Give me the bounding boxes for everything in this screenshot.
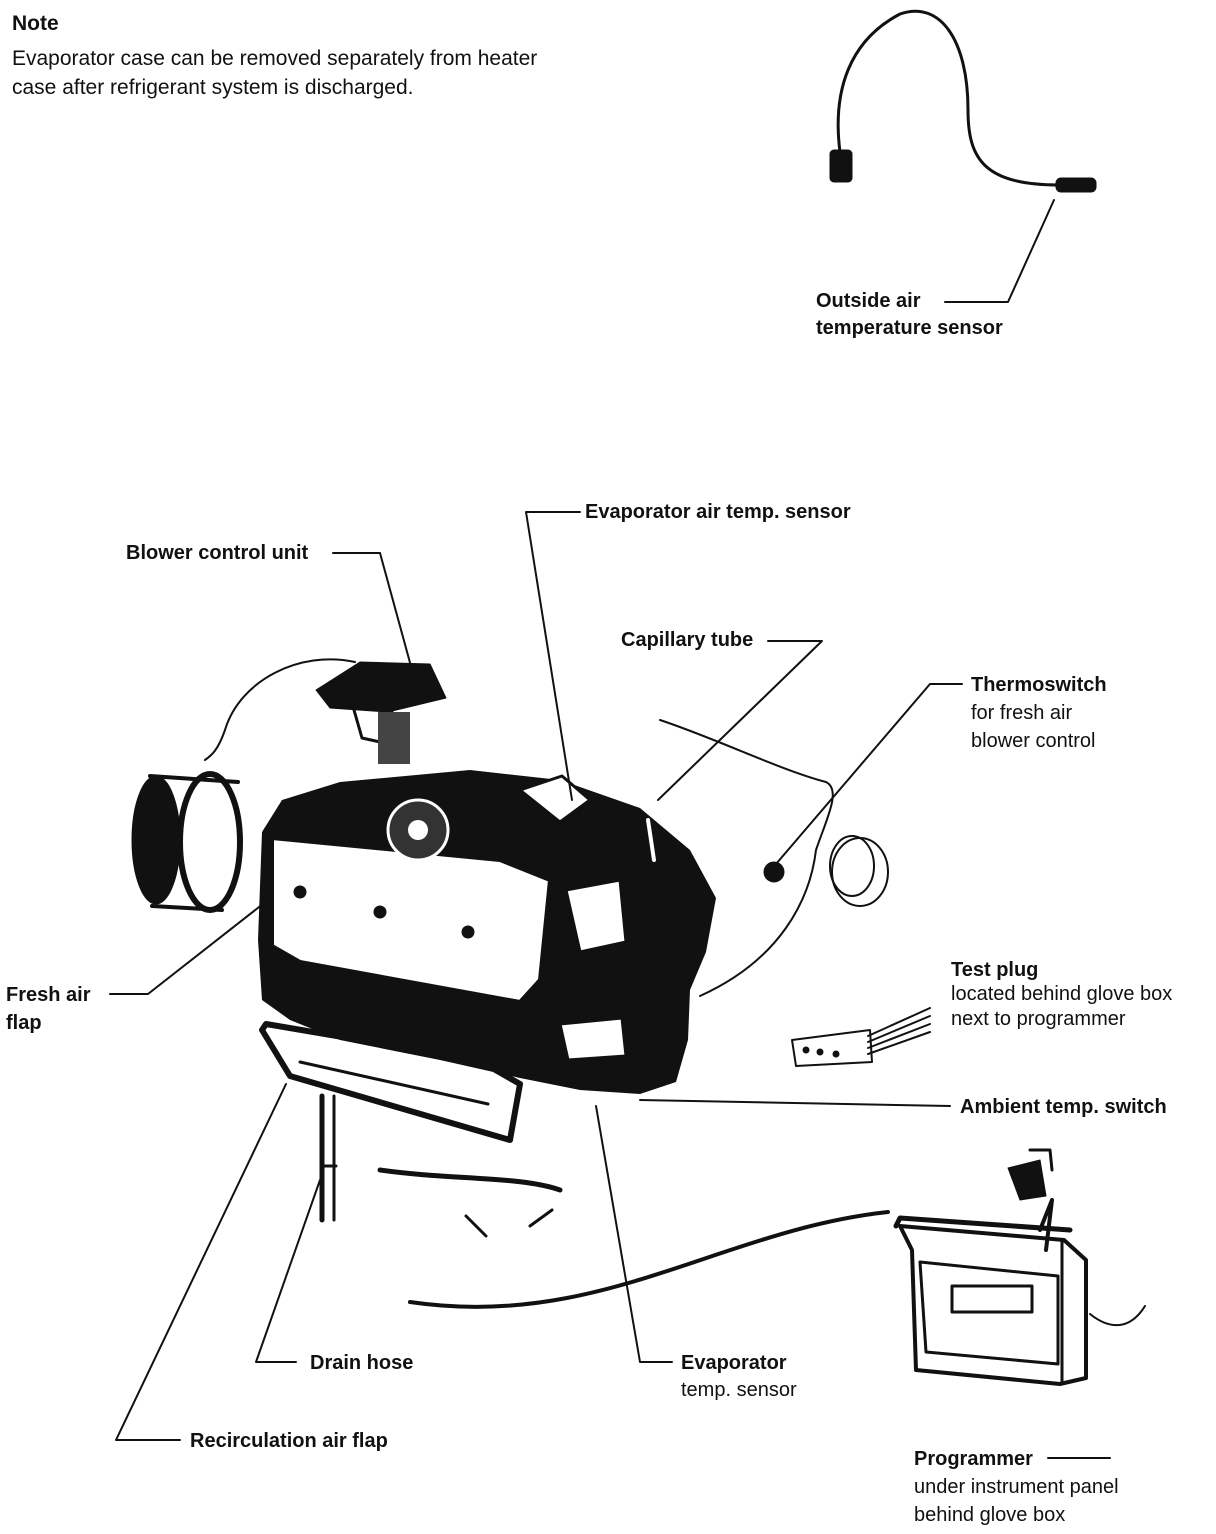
drain-hose-drawing <box>319 1093 563 1238</box>
thermoswitch-desc-line2: blower control <box>971 730 1096 752</box>
outside-air-sensor-drawing <box>829 9 1097 193</box>
leader-lines <box>109 199 1111 1459</box>
wiring-harness <box>408 1210 890 1309</box>
evaporator-temp-sensor-label-line2: temp. sensor <box>681 1379 797 1401</box>
programmer-label: Programmer <box>914 1448 1033 1470</box>
note-text-line1: Evaporator case can be removed separatel… <box>12 47 538 70</box>
capillary-tube-label: Capillary tube <box>621 629 754 651</box>
test-plug-desc-line1: located behind glove box <box>951 983 1173 1005</box>
outside-air-sensor-label-line1: Outside air <box>816 290 921 312</box>
ambient-temp-switch-label: Ambient temp. switch <box>960 1096 1167 1118</box>
programmer-desc-line2: behind glove box <box>914 1504 1066 1526</box>
blower-control-unit-drawing <box>204 658 447 764</box>
evaporator-air-temp-sensor-label: Evaporator air temp. sensor <box>585 501 851 523</box>
evaporator-temp-sensor-label-line1: Evaporator <box>681 1352 787 1374</box>
recirculation-air-flap-label: Recirculation air flap <box>190 1430 388 1452</box>
test-plug-desc-line2: next to programmer <box>951 1008 1126 1030</box>
fresh-air-flap-label-line1: Fresh air <box>6 984 91 1006</box>
fresh-air-flap-drawing <box>131 771 243 913</box>
thermoswitch-desc-line1: for fresh air <box>971 702 1073 724</box>
programmer-cable <box>1089 1305 1146 1327</box>
recirculation-air-flap-drawing <box>259 1021 523 1143</box>
programmer-drawing <box>893 1148 1088 1386</box>
blower-control-unit-label: Blower control unit <box>126 542 309 564</box>
programmer-desc-line1: under instrument panel <box>914 1476 1119 1498</box>
evaporator-housing-drawing <box>258 770 716 1094</box>
thermoswitch-label: Thermoswitch <box>971 674 1107 696</box>
test-plug-label: Test plug <box>951 959 1039 981</box>
note-title: Note <box>12 12 59 35</box>
test-plug-drawing <box>791 1007 931 1067</box>
outside-air-sensor-label-line2: temperature sensor <box>816 317 1003 339</box>
note-text-line2: case after refrigerant system is dischar… <box>12 76 414 99</box>
drain-hose-label: Drain hose <box>310 1352 414 1374</box>
fresh-air-flap-label-line2: flap <box>6 1012 42 1034</box>
capillary-tube-drawing <box>659 719 889 997</box>
